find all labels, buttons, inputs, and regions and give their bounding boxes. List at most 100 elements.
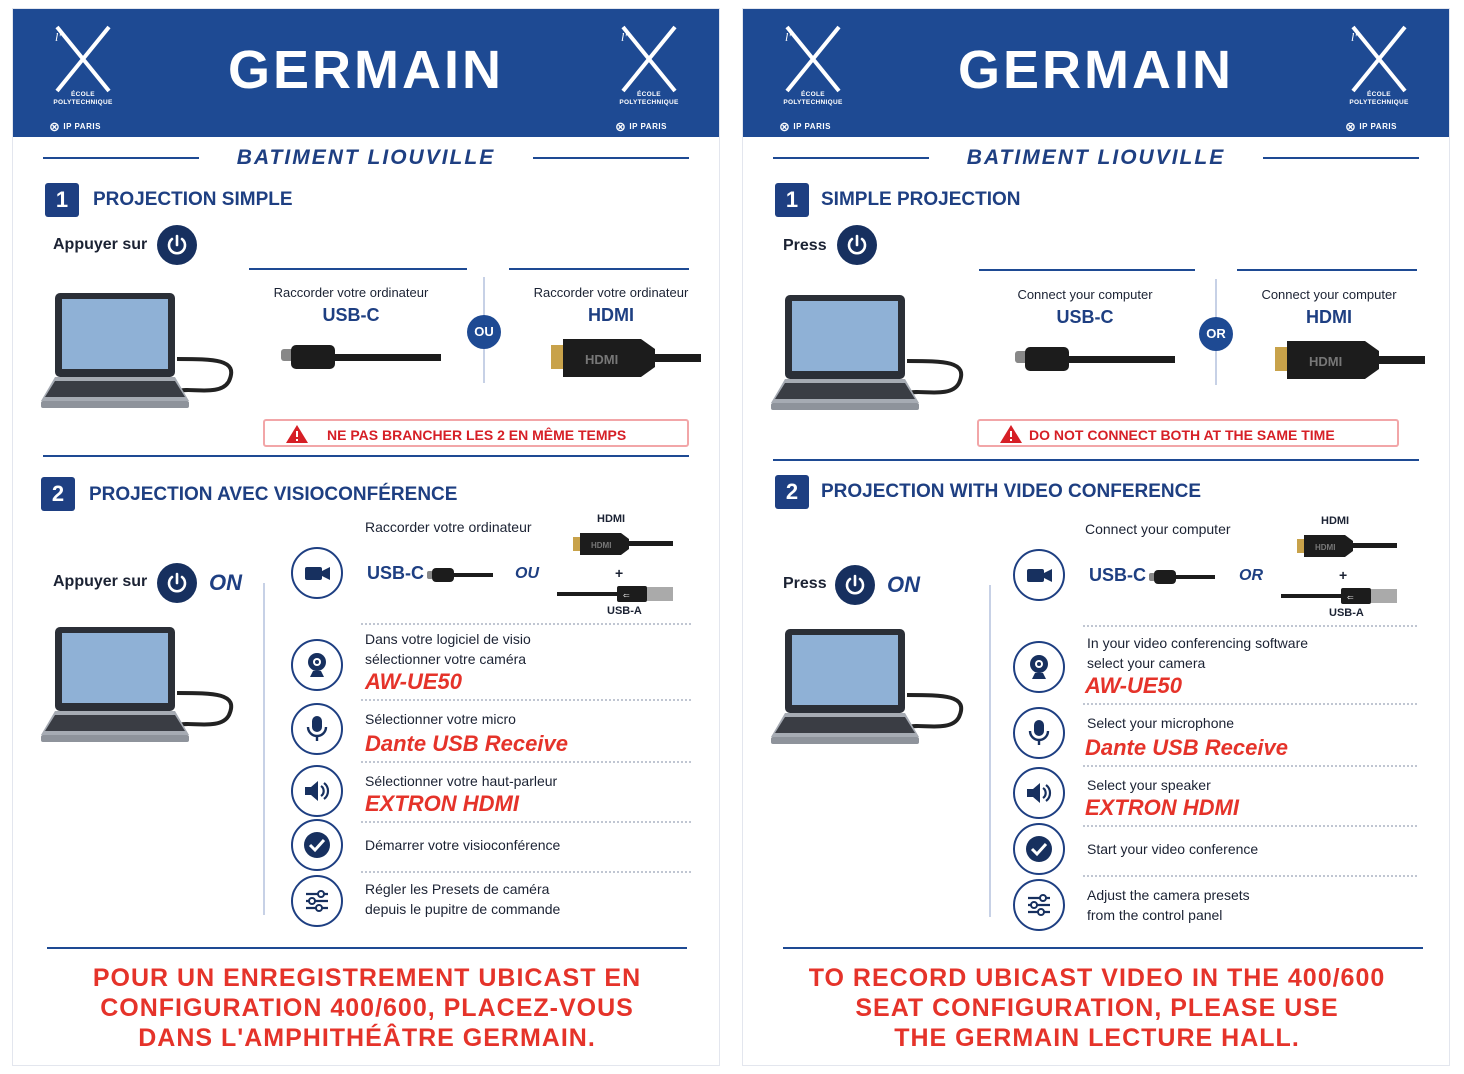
video-camera-icon [291, 547, 343, 599]
hdmi-cable-icon: HDMI [1297, 535, 1397, 557]
svg-text:HDMI: HDMI [591, 541, 611, 550]
plus-sign: + [615, 565, 624, 581]
section-title: PROJECTION WITH VIDEO CONFERENCE [821, 481, 1202, 502]
webcam-icon [291, 639, 343, 691]
usb-c-cable-icon [1149, 570, 1215, 584]
warning-box: NE PAS BRANCHER LES 2 EN MÊME TEMPS [263, 419, 689, 447]
webcam-icon [1013, 641, 1065, 693]
hdmi-cable-icon: HDMI [1275, 341, 1425, 379]
warning-text: NE PAS BRANCHER LES 2 EN MÊME TEMPS [327, 427, 627, 443]
usb-c-cable-icon [281, 345, 441, 369]
mic-step-text: Sélectionner votre micro [365, 711, 516, 727]
svg-text:l': l' [1351, 30, 1357, 44]
press-label: Press [783, 575, 827, 592]
speaker-icon [1013, 767, 1065, 819]
connect-caption-usbc: Raccorder votre ordinateur [273, 285, 429, 300]
hdmi-cable-icon: HDMI [573, 533, 673, 555]
hdmi-label: HDMI [588, 305, 634, 325]
plus-sign: + [1339, 567, 1348, 583]
checkmark-icon [291, 819, 343, 871]
usb-c-cable-icon [427, 568, 493, 582]
press-label: Appuyer sur [53, 236, 148, 253]
warning-box: DO NOT CONNECT BOTH AT THE SAME TIME [977, 419, 1399, 447]
usb-c-label: USB-C [367, 563, 424, 583]
connect-caption-usbc: Connect your computer [1017, 287, 1153, 302]
svg-text:l': l' [785, 30, 791, 44]
video-camera-icon [1013, 549, 1065, 601]
section-number: 2 [41, 477, 75, 511]
or-badge: OR [1199, 317, 1233, 351]
section-title: PROJECTION SIMPLE [93, 189, 293, 210]
mic-step-text: Select your microphone [1087, 715, 1235, 731]
checkmark-icon [1013, 823, 1065, 875]
warning-icon [286, 425, 308, 443]
usb-a-cable-icon: ⇐ [1281, 588, 1397, 604]
on-label: ON [887, 572, 920, 597]
connect-caption: Connect your computer [1085, 521, 1231, 537]
laptop-icon [41, 627, 233, 742]
or-label: OR [1239, 567, 1263, 584]
usb-a-cable-icon: ⇐ [557, 586, 673, 602]
speaker-value: EXTRON HDMI [365, 791, 519, 816]
usb-a-small-label: USB-A [607, 605, 642, 617]
building-name-title: GERMAIN [228, 40, 504, 100]
sliders-icon [1013, 879, 1065, 931]
hdmi-small-label: HDMI [597, 513, 626, 525]
laptop-icon [771, 295, 963, 410]
hdmi-label: HDMI [1306, 307, 1352, 327]
speaker-value: EXTRON HDMI [1085, 795, 1239, 820]
hdmi-cable-icon: HDMI [551, 339, 701, 377]
svg-text:HDMI: HDMI [585, 352, 618, 367]
or-label: OU [515, 565, 539, 582]
building-subtitle: BATIMENT LIOUVILLE [43, 143, 689, 173]
or-badge: OU [467, 315, 501, 349]
section-number: 1 [45, 183, 79, 217]
power-icon [835, 565, 875, 605]
laptop-icon [41, 293, 233, 408]
mic-value: Dante USB Receive [1085, 735, 1288, 760]
speaker-step-text: Sélectionner votre haut-parleur [365, 773, 558, 789]
svg-text:HDMI: HDMI [1309, 354, 1342, 369]
microphone-icon [1013, 707, 1065, 759]
on-label: ON [209, 570, 242, 595]
speaker-icon [291, 765, 343, 817]
connect-caption: Raccorder votre ordinateur [365, 519, 532, 535]
usb-c-label: USB-C [1056, 307, 1114, 327]
start-step-text: Démarrer votre visioconférence [365, 837, 561, 853]
section-title: PROJECTION AVEC VISIOCONFÉRENCE [89, 484, 458, 505]
connect-caption-hdmi: Connect your computer [1261, 287, 1397, 302]
mic-value: Dante USB Receive [365, 731, 568, 756]
warning-icon [1000, 425, 1022, 443]
usb-c-label: USB-C [322, 305, 380, 325]
svg-text:HDMI: HDMI [1315, 543, 1335, 552]
warning-text: DO NOT CONNECT BOTH AT THE SAME TIME [1029, 427, 1335, 443]
building-subtitle: BATIMENT LIOUVILLE [773, 143, 1419, 173]
speaker-step-text: Select your speaker [1087, 777, 1211, 793]
svg-text:l': l' [621, 30, 627, 44]
section-number: 1 [775, 183, 809, 217]
camera-value: AW-UE50 [1085, 673, 1182, 698]
power-icon [157, 563, 197, 603]
press-label: Press [783, 237, 827, 254]
camera-value: AW-UE50 [365, 669, 462, 694]
press-label: Appuyer sur [53, 573, 148, 590]
section-title: SIMPLE PROJECTION [821, 189, 1021, 210]
microphone-icon [291, 703, 343, 755]
usb-a-small-label: USB-A [1329, 607, 1364, 619]
hdmi-small-label: HDMI [1321, 515, 1350, 527]
power-icon [837, 225, 877, 265]
